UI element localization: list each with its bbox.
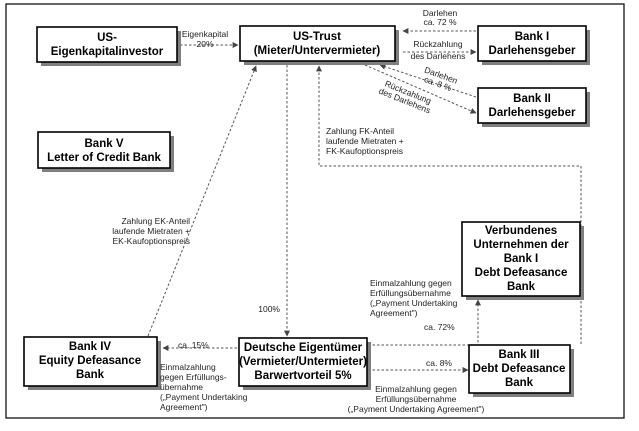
box-bank2: Bank II Darlehensgeber <box>477 87 590 127</box>
us-trust-line1: US-Trust <box>293 31 341 43</box>
label-darlehen72-2: ca. 72 % <box>423 17 457 27</box>
label-rueck1-1: Rückzahlung <box>413 39 462 49</box>
us-investor-line1: US- <box>97 32 117 44</box>
bank1-line2: Darlehensgeber <box>489 45 576 57</box>
label-ca72: ca. 72% <box>424 322 455 332</box>
label-darlehen72-1: Darlehen <box>423 8 458 18</box>
label-zahlung-fk-2: laufende Mietraten + <box>326 136 404 146</box>
label-einmal-bank3-1: Einmalzahlung gegen <box>375 384 457 394</box>
label-ca15: ca. 15% <box>178 340 209 350</box>
label-zahlung-ek-3: EK-Kaufoptionspreis <box>113 236 191 246</box>
connectors <box>147 28 582 373</box>
arrow-rueckzahlung-to-bank2 <box>364 64 477 114</box>
deutsche-line2: (Vermieter/Untermieter) <box>239 356 367 368</box>
verbund-line5: Bank <box>507 281 536 293</box>
label-ca8: ca. 8% <box>426 358 452 368</box>
deutsche-line3: Barwertvorteil 5% <box>254 370 351 382</box>
label-zahlung-ek-1: Zahlung EK-Anteil <box>121 216 190 226</box>
label-einmal-verbund-2: Erfüllungsübernahme <box>370 288 451 298</box>
bank4-line2: Equity Defeasance <box>39 355 141 367</box>
label-einmal-bank3-2: Erfüllungsübernahme <box>376 394 457 404</box>
bank2-line1: Bank II <box>513 93 551 105</box>
verbund-line2: Unternehmen der <box>473 239 569 251</box>
verbund-line3: Bank I <box>504 253 539 265</box>
bank3-line3: Bank <box>505 377 534 389</box>
box-us-investor: US- Eigenkapitalinvestor <box>36 26 181 66</box>
label-zahlung-fk-3: FK-Kaufoptionspreis <box>326 146 403 156</box>
label-einmal-verbund-4: Agreement") <box>370 308 418 318</box>
box-verbund: Verbundenes Unternehmen der Bank I Debt … <box>461 221 584 300</box>
arrow-darlehen-bank2-to-trust <box>379 63 477 98</box>
label-einmal-bank3-3: („Payment Undertaking Agreement") <box>348 404 485 414</box>
label-eigenkapital-1: Eigenkapital <box>182 29 228 39</box>
box-bank1: Bank I Darlehensgeber <box>477 25 590 65</box>
label-einmal-bank4-3: übernahme <box>160 382 203 392</box>
box-deutsche: Deutsche Eigentümer (Vermieter/Untermiet… <box>238 337 371 390</box>
box-us-trust: US-Trust (Mieter/Untervermieter) <box>239 25 399 65</box>
us-trust-line2: (Mieter/Untervermieter) <box>254 45 381 57</box>
bank2-line2: Darlehensgeber <box>489 107 576 119</box>
us-investor-line2: Eigenkapitalinvestor <box>51 46 164 58</box>
label-einmal-verbund-3: („Payment Undertaking <box>370 298 458 308</box>
label-zahlung-fk-1: Zahlung FK-Anteil <box>326 126 394 136</box>
label-einmal-bank4-5: Agreement") <box>160 402 208 412</box>
label-100pct: 100% <box>258 304 280 314</box>
verbund-line4: Debt Defeasance <box>475 267 568 279</box>
label-einmal-bank4-1: Einmalzahlung <box>160 362 216 372</box>
bank5-line1: Bank V <box>85 138 124 150</box>
label-zahlung-ek-2: laufende Mietraten + <box>112 226 190 236</box>
label-einmal-bank4-2: gegen Erfüllungs- <box>160 372 227 382</box>
box-bank5: Bank V Letter of Credit Bank <box>37 131 174 172</box>
bank4-line3: Bank <box>76 369 105 381</box>
box-bank4: Bank IV Equity Defeasance Bank <box>23 336 161 390</box>
outer-frame <box>5 3 625 419</box>
arrow-bank4-to-trust <box>147 65 257 337</box>
box-bank3: Bank III Debt Defeasance Bank <box>468 344 574 397</box>
bank4-line1: Bank IV <box>69 341 112 353</box>
verbund-line1: Verbundenes <box>485 225 557 237</box>
bank5-line2: Letter of Credit Bank <box>47 152 161 164</box>
deutsche-line1: Deutsche Eigentümer <box>244 342 363 354</box>
bank1-line1: Bank I <box>515 31 550 43</box>
label-rueck1-2: des Darlehens <box>411 51 466 61</box>
label-einmal-verbund-1: Einmalzahlung gegen <box>370 278 452 288</box>
bank3-line1: Bank III <box>499 349 540 361</box>
label-eigenkapital-2: 20% <box>196 39 213 49</box>
bank3-line2: Debt Defeasance <box>473 363 566 375</box>
label-einmal-bank4-4: („Payment Undertaking <box>160 392 248 402</box>
